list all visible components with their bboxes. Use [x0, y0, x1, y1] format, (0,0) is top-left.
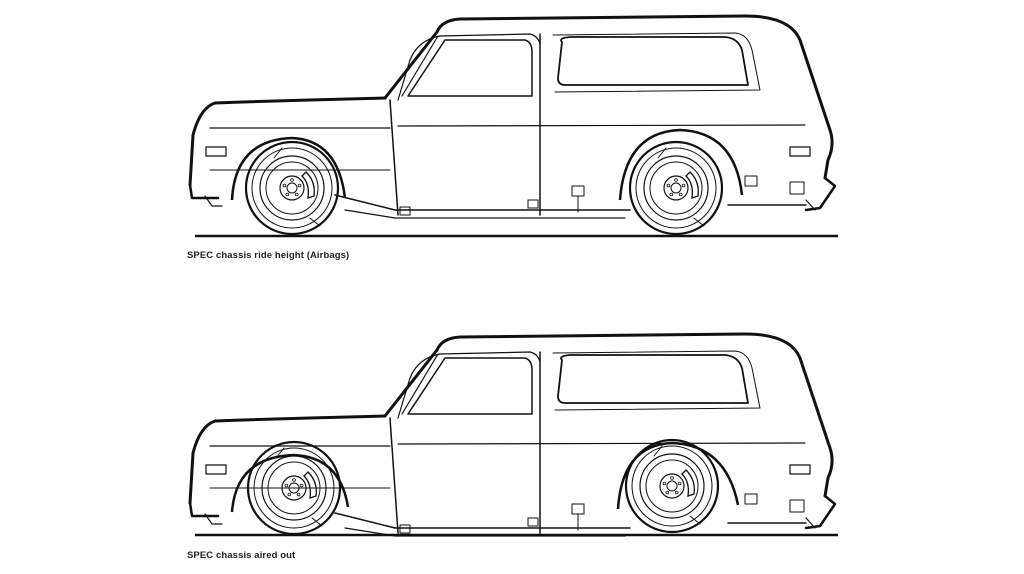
ride-height-caption: SPEC chassis ride height (Airbags)	[187, 250, 350, 261]
rear-wheel-arch	[616, 441, 740, 510]
ride-height-view: SPEC chassis ride height (Airbags)	[187, 14, 838, 261]
rear-wheel	[628, 140, 724, 236]
truck-aired-out-drawing	[188, 332, 838, 538]
front-wheel	[244, 140, 340, 236]
front-wheel-arch	[230, 453, 350, 513]
aired-out-view: SPEC chassis aired out	[0, 287, 1024, 574]
truck-body	[188, 332, 837, 538]
aired-out-caption: SPEC chassis aired out	[187, 550, 296, 561]
rear-wheel-arch	[618, 128, 744, 201]
truck-ride-height-drawing	[188, 14, 838, 238]
